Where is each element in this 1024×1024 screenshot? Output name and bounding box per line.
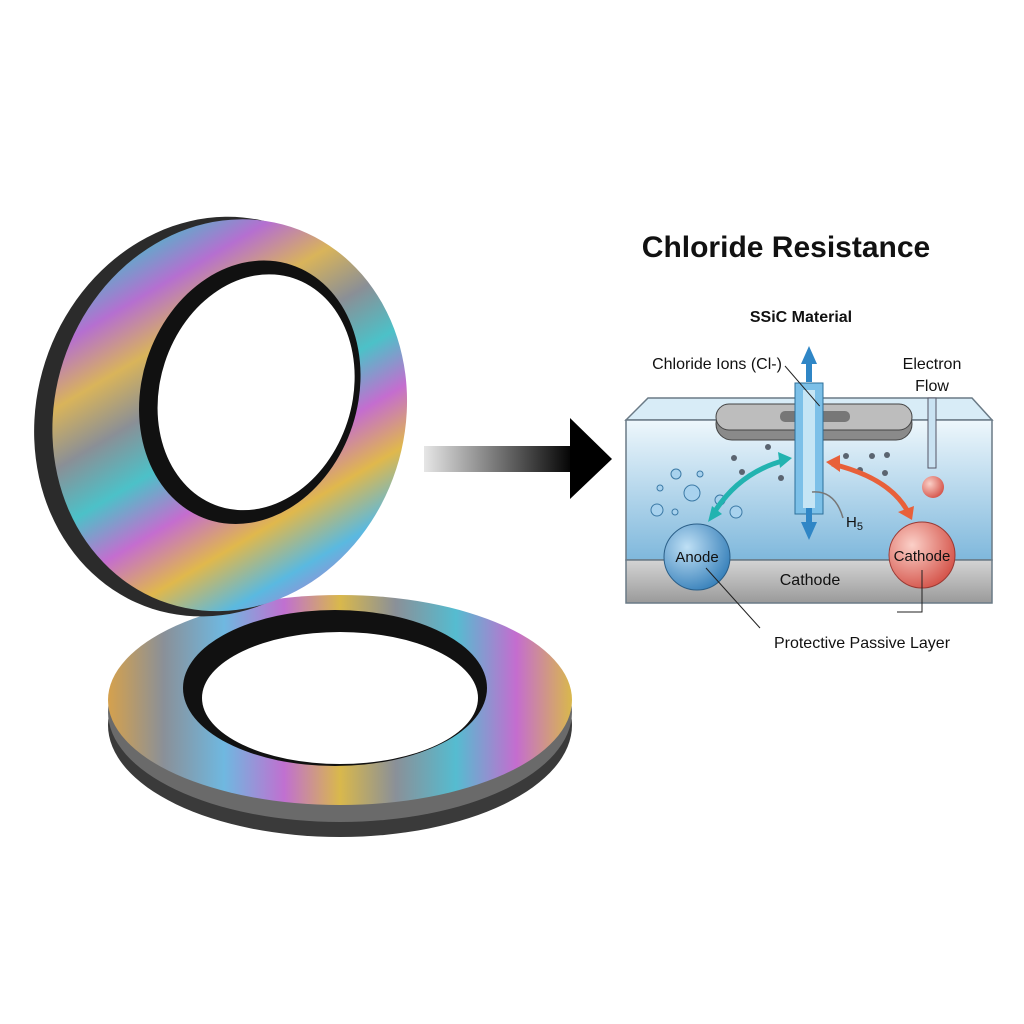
up-arrow-icon: [801, 346, 817, 382]
upright-seal-ring: [34, 216, 408, 617]
flat-seal-ring: [108, 595, 572, 837]
diagram-title: Chloride Resistance: [642, 231, 930, 264]
passive-layer-label: Protective Passive Layer: [774, 635, 951, 652]
teal-curved-arrow: [709, 457, 787, 518]
corrosion-diagram: [624, 346, 994, 629]
ssic-material-label: SSiC Material: [750, 309, 852, 326]
cathode-sphere-label: Cathode: [894, 548, 951, 565]
right-arrow-icon: [424, 418, 612, 499]
cathode-layer-label: Cathode: [780, 572, 841, 589]
orange-curved-arrow: [831, 461, 911, 514]
anode-label: Anode: [675, 549, 718, 566]
chloride-ions-label: Chloride Ions (Cl-): [652, 356, 782, 373]
electron-flow-label-2: Flow: [915, 378, 949, 395]
h5-label: H5: [846, 514, 863, 533]
down-arrow-icon: [801, 508, 817, 540]
electron-flow-label-1: Electron: [903, 356, 962, 373]
